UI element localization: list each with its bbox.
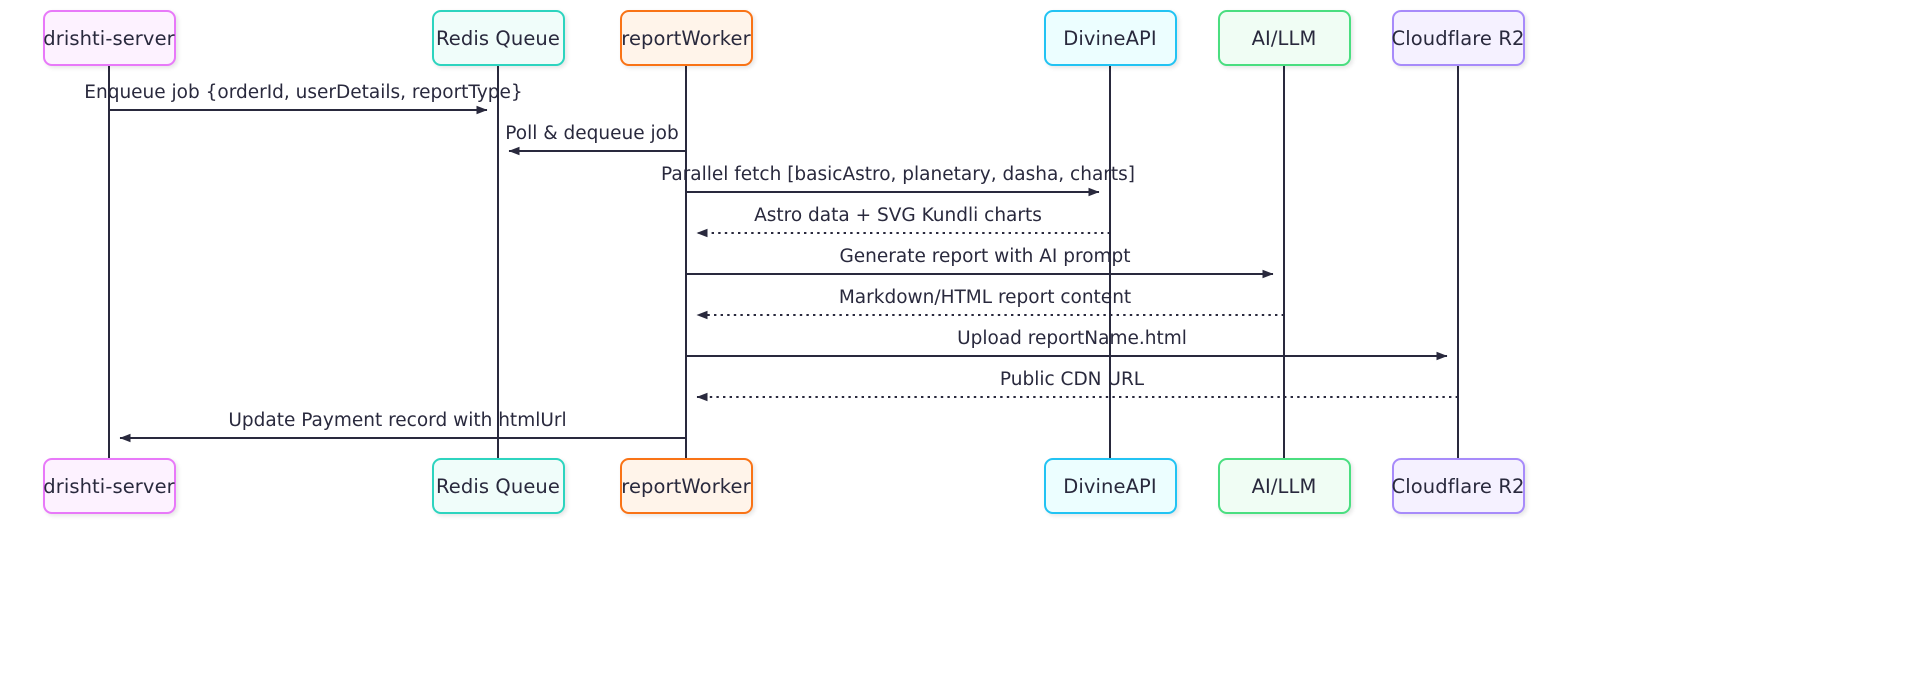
participant-box-drishti-server[interactable]: drishti-server: [42, 458, 176, 514]
message-label-1: Poll & dequeue job: [505, 123, 679, 144]
message-label-0: Enqueue job {orderId, userDetails, repor…: [84, 82, 523, 103]
participant-box-divine-api[interactable]: DivineAPI: [1043, 458, 1177, 514]
participant-label: Redis Queue: [436, 26, 560, 50]
participant-box-cloudflare-r2[interactable]: Cloudflare R2: [1391, 458, 1525, 514]
participant-label: Cloudflare R2: [1391, 26, 1525, 50]
message-label-2: Parallel fetch [basicAstro, planetary, d…: [660, 164, 1136, 185]
participant-box-ai-llm[interactable]: AI/LLM: [1217, 458, 1351, 514]
message-label-5: Markdown/HTML report content: [838, 287, 1132, 308]
participant-box-redis-queue[interactable]: Redis Queue: [431, 458, 565, 514]
message-arrows-group: [109, 105, 1458, 443]
participant-box-report-worker[interactable]: reportWorker: [619, 458, 753, 514]
message-label-7: Public CDN URL: [999, 369, 1145, 390]
participant-label: reportWorker: [621, 474, 751, 498]
message-label-4: Generate report with AI prompt: [839, 246, 1131, 267]
participant-label: reportWorker: [621, 26, 751, 50]
participant-label: DivineAPI: [1063, 474, 1157, 498]
message-label-8: Update Payment record with htmlUrl: [228, 410, 567, 431]
participant-box-cloudflare-r2[interactable]: Cloudflare R2: [1391, 10, 1525, 66]
participant-box-report-worker[interactable]: reportWorker: [619, 10, 753, 66]
participant-label: AI/LLM: [1251, 26, 1317, 50]
participant-label: AI/LLM: [1251, 474, 1317, 498]
participant-label: DivineAPI: [1063, 26, 1157, 50]
participant-label: Redis Queue: [436, 474, 560, 498]
participant-box-ai-llm[interactable]: AI/LLM: [1217, 10, 1351, 66]
message-label-3: Astro data + SVG Kundli charts: [754, 205, 1042, 226]
participant-label: drishti-server: [43, 474, 175, 498]
participant-label: Cloudflare R2: [1391, 474, 1525, 498]
lifelines-group: [108, 66, 1459, 458]
participant-label: drishti-server: [43, 26, 175, 50]
message-label-6: Upload reportName.html: [957, 328, 1187, 349]
participant-box-divine-api[interactable]: DivineAPI: [1043, 10, 1177, 66]
participant-box-drishti-server[interactable]: drishti-server: [42, 10, 176, 66]
participant-box-redis-queue[interactable]: Redis Queue: [431, 10, 565, 66]
